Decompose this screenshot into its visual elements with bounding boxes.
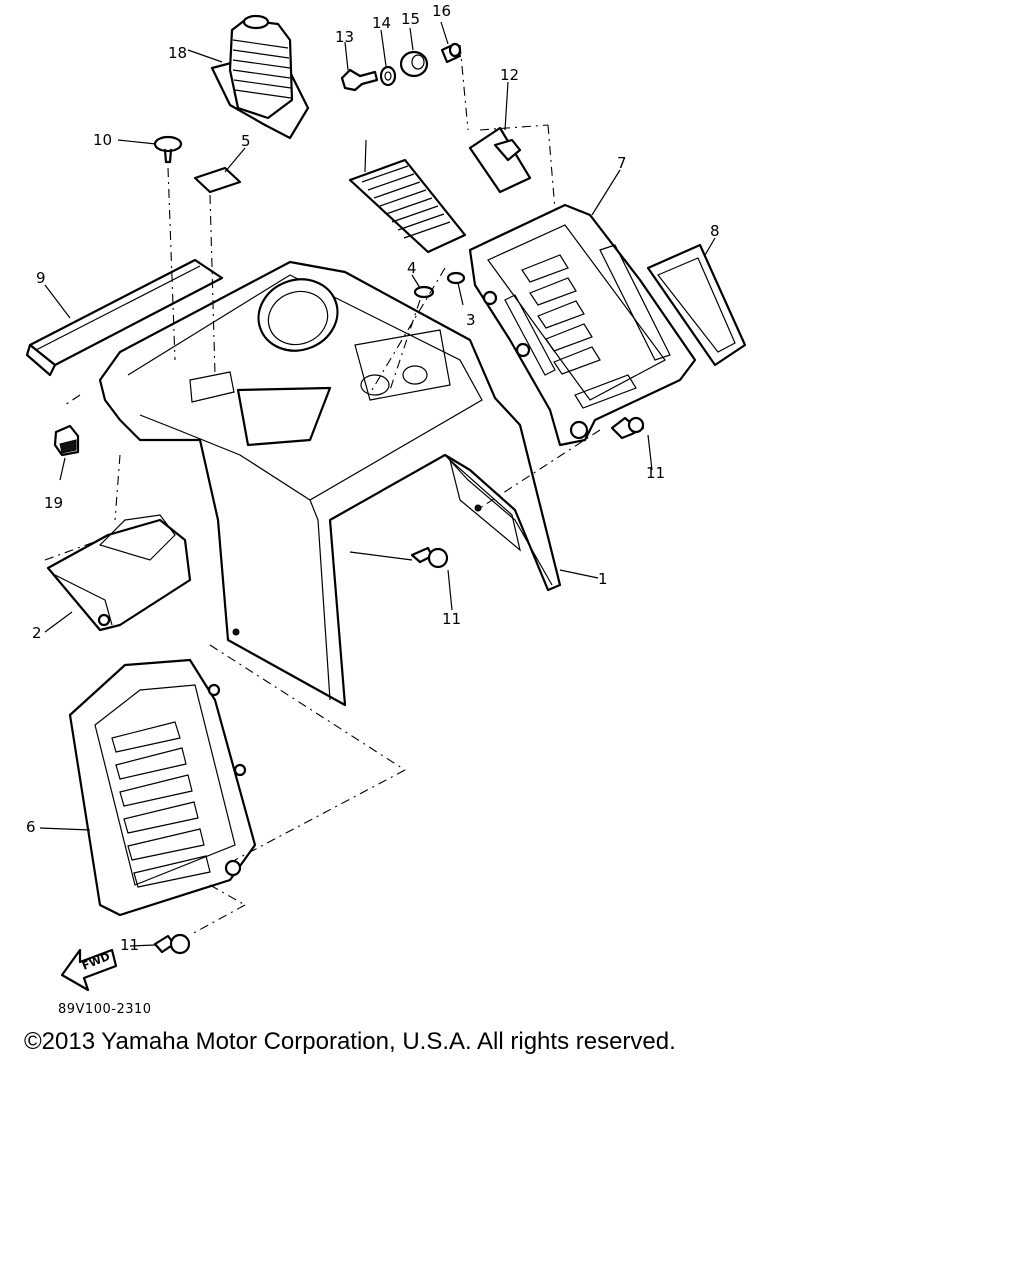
callout-5: 5 xyxy=(241,132,251,150)
drawing-code: 89V100-2310 xyxy=(58,1002,152,1017)
part-2-side-cover xyxy=(46,514,192,632)
part-18-boot xyxy=(210,14,310,140)
callout-13: 13 xyxy=(335,28,354,46)
callout-11b: 11 xyxy=(646,464,665,482)
callout-3: 3 xyxy=(466,311,476,329)
callout-11c: 11 xyxy=(120,936,139,954)
callout-11a: 11 xyxy=(442,610,461,628)
leader-lines xyxy=(39,21,716,947)
part-10-clip xyxy=(153,135,183,164)
callout-2: 2 xyxy=(32,624,42,642)
part-1-front-cover xyxy=(98,260,562,707)
fasteners-13-16 xyxy=(340,42,462,92)
callout-16: 16 xyxy=(432,2,451,20)
panel-7-slots xyxy=(504,244,671,409)
exploded-view-drawing: FWD 18 10 5 13 14 15 16 12 7 8 9 4 3 19 … xyxy=(25,2,747,992)
callout-18: 18 xyxy=(168,44,187,62)
callout-4: 4 xyxy=(407,259,417,277)
callout-10: 10 xyxy=(93,131,112,149)
part-9-strip xyxy=(25,258,224,377)
callout-8: 8 xyxy=(710,222,720,240)
part-19-clip xyxy=(53,424,80,457)
part-8-insert xyxy=(646,243,747,367)
foot-plate xyxy=(348,158,467,254)
part-7-right-panel xyxy=(468,203,697,447)
bolts-11 xyxy=(153,416,645,955)
callout-12: 12 xyxy=(500,66,519,84)
clips-3-4 xyxy=(413,271,466,299)
callout-9: 9 xyxy=(36,269,46,287)
callout-15: 15 xyxy=(401,10,420,28)
fwd-arrow-icon: FWD xyxy=(60,948,118,992)
callout-6: 6 xyxy=(26,818,36,836)
callout-19: 19 xyxy=(44,494,63,512)
callout-1: 1 xyxy=(598,570,608,588)
callout-14: 14 xyxy=(372,14,391,32)
alignment-lines xyxy=(44,44,601,936)
callout-7: 7 xyxy=(617,154,627,172)
part-6-left-panel xyxy=(68,658,257,917)
panel-6-slots xyxy=(111,721,211,888)
callout-labels: 18 10 5 13 14 15 16 12 7 8 9 4 3 19 1 11… xyxy=(26,2,720,954)
copyright-notice: ©2013 Yamaha Motor Corporation, U.S.A. A… xyxy=(24,1028,676,1055)
part-12-bracket xyxy=(468,126,532,194)
part-5-pad xyxy=(193,166,242,194)
